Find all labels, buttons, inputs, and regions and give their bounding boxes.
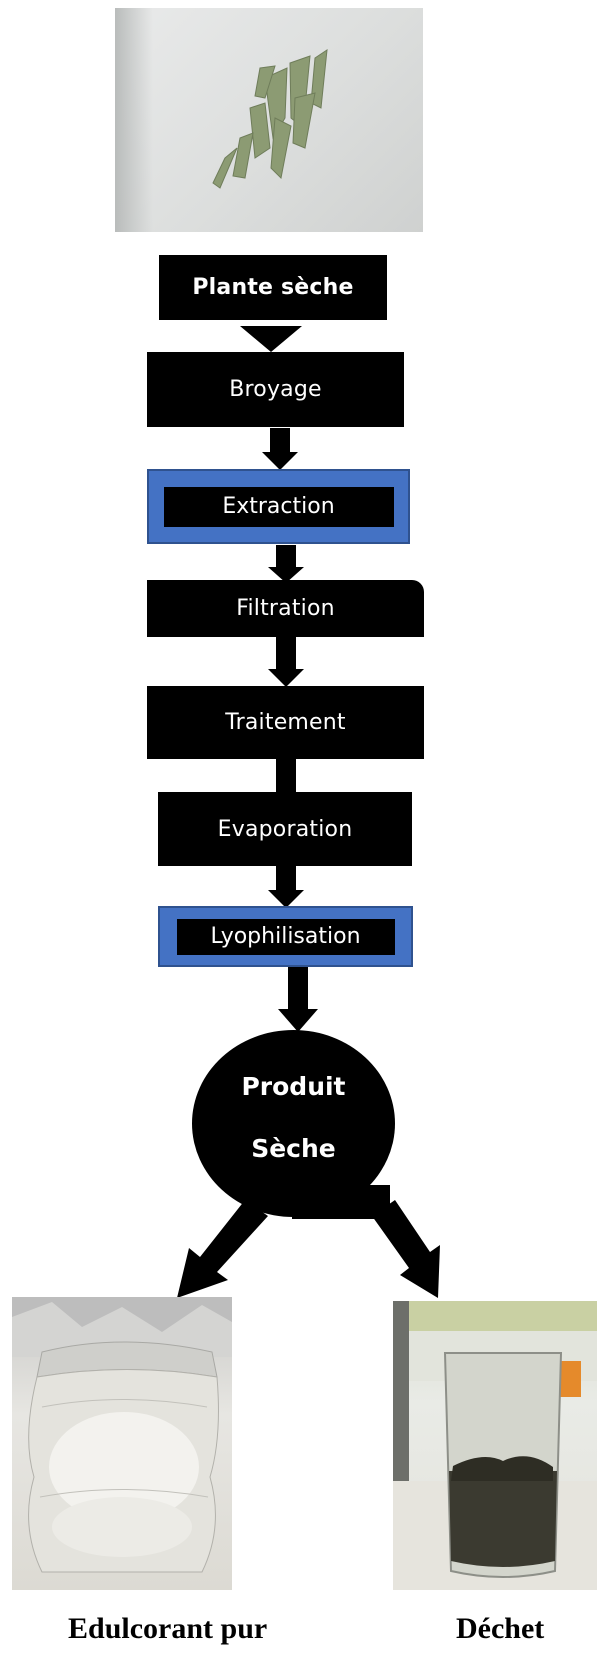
step-extraction-inner: Extraction — [163, 486, 394, 527]
step-traitement-label: Traitement — [225, 710, 346, 735]
step-lyophilisation-inner: Lyophilisation — [176, 918, 395, 955]
step-lyophilisation: Lyophilisation — [158, 906, 413, 967]
edulcorant-caption: Edulcorant pur — [68, 1612, 268, 1645]
arrow-to-edulcorant — [177, 1200, 268, 1298]
step-extraction: Extraction — [147, 469, 410, 544]
step-traitement: Traitement — [147, 686, 424, 759]
arrow-down-3 — [268, 545, 304, 583]
product-seche-node: Produit Sèche — [192, 1030, 395, 1217]
step-lyophilisation-label: Lyophilisation — [210, 924, 361, 949]
product-line-2: Sèche — [251, 1134, 336, 1163]
product-line-1: Produit — [241, 1072, 346, 1101]
dechet-beaker-photo — [393, 1301, 597, 1590]
edulcorant-jar-photo — [12, 1297, 232, 1590]
step-evaporation: Evaporation — [158, 792, 412, 866]
arrow-down-6 — [268, 866, 304, 908]
step-broyage: Broyage — [147, 352, 404, 427]
arrow-down-4 — [268, 637, 304, 687]
arrow-down-2 — [262, 428, 298, 470]
step-plante-seche-label: Plante sèche — [192, 275, 354, 300]
dechet-caption: Déchet — [456, 1612, 545, 1645]
step-extraction-label: Extraction — [222, 494, 335, 519]
arrow-to-dechet — [372, 1200, 440, 1298]
photo-shadow — [115, 8, 153, 232]
step-filtration-label: Filtration — [236, 596, 335, 621]
dried-plant-photo — [115, 8, 423, 232]
arrow-down-1 — [240, 326, 302, 352]
step-filtration: Filtration — [147, 580, 424, 637]
plant-leaves-illustration — [212, 48, 328, 189]
step-broyage-label: Broyage — [229, 377, 322, 402]
step-evaporation-label: Evaporation — [217, 816, 353, 842]
arrow-down-7 — [278, 967, 318, 1032]
beaker-illustration — [393, 1301, 597, 1590]
step-plante-seche: Plante sèche — [159, 255, 387, 320]
jar-illustration — [12, 1297, 232, 1573]
arrow-down-5 — [276, 759, 296, 793]
